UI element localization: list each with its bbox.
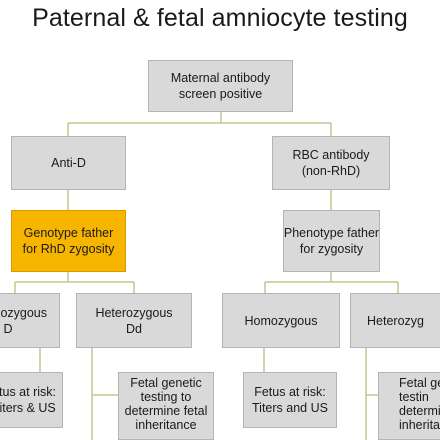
node-label-line: testin [399, 390, 429, 404]
node-genotype-father: Genotype father for RhD zygosity [11, 210, 126, 272]
node-label-line: Titers & US [0, 401, 56, 415]
connector-root-to-children [67, 112, 332, 136]
node-label-line: Homozygous [244, 313, 318, 328]
node-right-homozygous: Homozygous [222, 293, 340, 348]
node-label-line: determi [399, 404, 440, 418]
node-label-line: inherita [399, 418, 440, 432]
node-right-heterozygous: Heterozyg [350, 293, 440, 348]
node-right-fetus-at-risk: Fetus at risk: Titers and US [243, 372, 337, 428]
node-label-line: testing to [140, 390, 192, 404]
node-label-line: Phenotype father [283, 226, 380, 240]
node-label-line: inheritance [135, 418, 197, 432]
node-label-line: RBC antibody [292, 148, 370, 162]
node-left-homozygous: ozygous D [0, 293, 60, 348]
connector-left-heterozygous-to-genetic [91, 348, 118, 440]
node-label-line: Maternal antibody [170, 71, 271, 85]
node-label-line: screen positive [178, 87, 263, 101]
node-label-line: for zygosity [299, 242, 364, 256]
node-label-line: Fetal genetic [130, 376, 202, 390]
node-label-line: determine fetal [124, 404, 208, 418]
node-right-fetal-genetic-testing: Fetal ge testin determi inherita [378, 372, 440, 440]
node-phenotype-father: Phenotype father for zygosity [283, 210, 380, 272]
node-label-line: for RhD zygosity [22, 242, 115, 256]
node-label-line: etus at risk: [0, 385, 56, 399]
node-label-line: Fetus at risk: [254, 385, 326, 399]
node-label-line: Fetal ge [399, 376, 440, 390]
node-label-line: ozygous [0, 305, 47, 320]
node-rbc-antibody: RBC antibody (non-RhD) [272, 136, 390, 190]
connector-genotype-to-zygosity [14, 272, 135, 293]
connector-right-heterozygous-to-genetic [365, 348, 378, 440]
connector-phenotype-to-zygosity [264, 272, 399, 293]
node-label-line: Genotype father [23, 226, 114, 240]
node-label-line: (non-RhD) [301, 164, 361, 178]
node-label-line: Dd [126, 321, 142, 336]
node-left-fetus-at-risk: etus at risk: Titers & US [0, 372, 63, 428]
node-label-line: Anti-D [51, 156, 86, 170]
node-anti-d: Anti-D [11, 136, 126, 190]
node-left-fetal-genetic-testing: Fetal genetic testing to determine fetal… [118, 372, 214, 440]
node-label-line: D [3, 321, 13, 336]
node-label-line: Heterozygous [95, 305, 173, 320]
node-maternal-antibody-screen: Maternal antibody screen positive [148, 60, 293, 112]
node-label-line: Heterozyg [367, 313, 424, 328]
node-label-line: Titers and US [252, 401, 328, 415]
page-title: Paternal & fetal amniocyte testing [32, 4, 408, 32]
node-left-heterozygous: Heterozygous Dd [76, 293, 192, 348]
